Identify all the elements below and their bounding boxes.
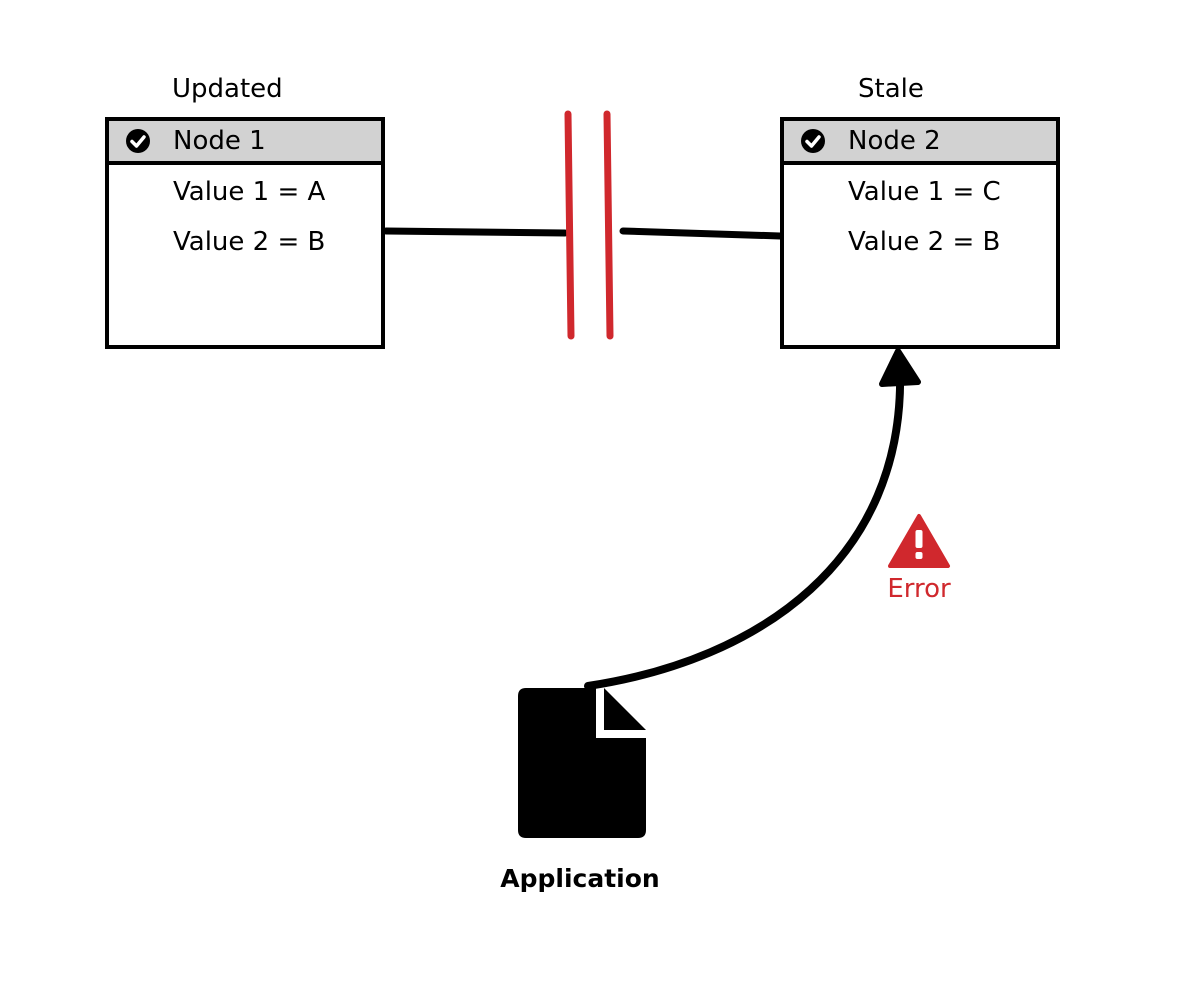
link-line-left — [382, 227, 569, 237]
check-circle-icon — [126, 129, 150, 153]
error-label: Error — [887, 574, 951, 604]
node-1-value-2: Value 2 = B — [173, 227, 326, 257]
document-icon — [518, 688, 646, 838]
warning-triangle-icon — [888, 514, 950, 568]
link-line-right — [619, 227, 784, 240]
request-arrow — [584, 366, 905, 690]
node-2-title: Node 2 — [848, 126, 941, 156]
node-1-box: Node 1 Value 1 = A Value 2 = B — [105, 117, 385, 349]
node-caption-updated: Updated — [172, 74, 283, 104]
check-circle-icon — [801, 129, 825, 153]
application-label: Application — [500, 864, 660, 893]
node-2-box: Node 2 Value 1 = C Value 2 = B — [780, 117, 1060, 349]
node-2-value-2: Value 2 = B — [848, 227, 1001, 257]
arrow-head-icon — [879, 348, 921, 387]
node-2-header: Node 2 — [784, 121, 1056, 165]
node-1-header: Node 1 — [109, 121, 381, 165]
node-2-value-1: Value 1 = C — [848, 177, 1001, 207]
network-partition-icon — [564, 110, 614, 340]
node-1-value-1: Value 1 = A — [173, 177, 326, 207]
node-1-title: Node 1 — [173, 126, 266, 156]
node-caption-stale: Stale — [858, 74, 924, 104]
